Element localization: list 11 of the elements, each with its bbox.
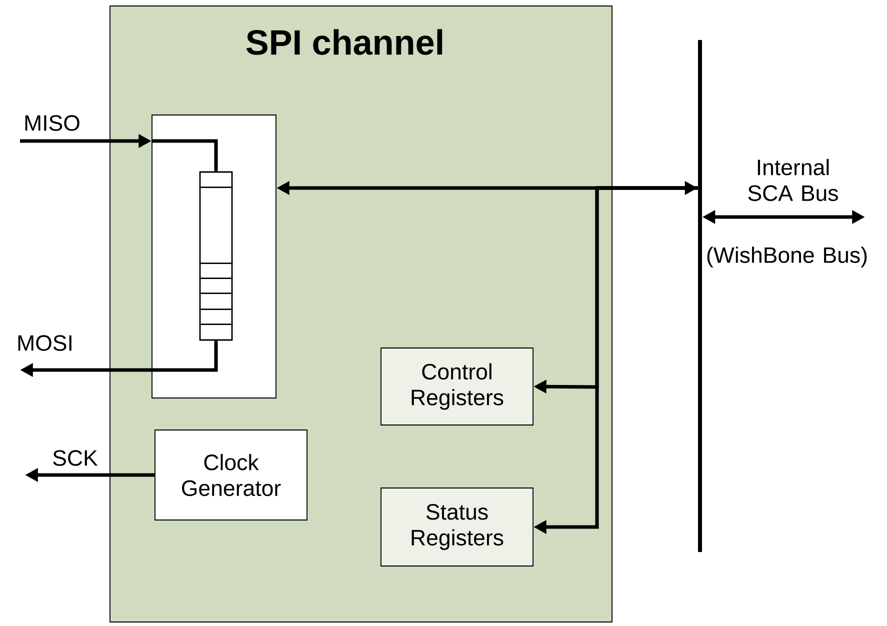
signal-label: MOSI: [18, 335, 72, 351]
register-box: Status Registers: [380, 488, 534, 566]
bus-bar: [698, 40, 702, 552]
bus-label: Internal SCA Bus: [748, 158, 838, 202]
signal-label: SCK: [53, 450, 98, 466]
shift-register-drawing: [199, 171, 233, 341]
register-box: Control Registers: [380, 348, 534, 426]
signal-label: MISO: [25, 115, 80, 131]
block-title: SPI channel: [246, 29, 442, 55]
generator-box: Clock Generator: [154, 430, 308, 520]
bus-label: (WishBone Bus): [707, 246, 867, 268]
